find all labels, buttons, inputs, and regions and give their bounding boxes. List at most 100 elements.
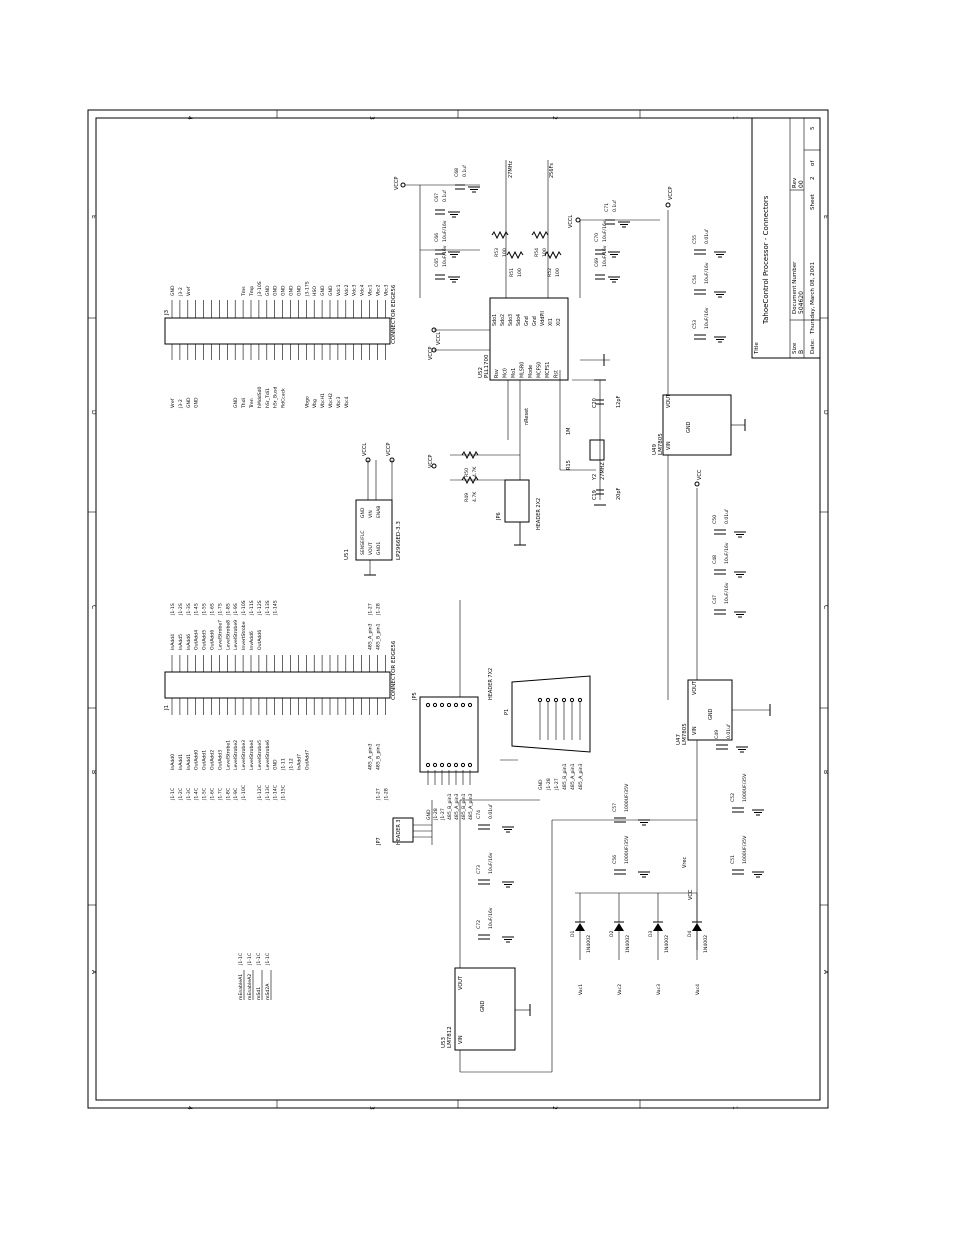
- j1-right-ref: J1-1S: [170, 603, 176, 616]
- cap-ref: C72: [476, 920, 482, 929]
- j1-right-ref: J1-6S: [210, 603, 216, 616]
- j3-right-signal: Vdc3: [352, 284, 358, 296]
- u52-right-pin: Sdo2: [500, 314, 506, 326]
- p1-signal: 485_A_pin3: [578, 763, 584, 790]
- j1-left-signal: J1-11: [281, 758, 287, 771]
- drawing-title: TahoeControl Processor - Connectors: [762, 195, 770, 325]
- j1-left-ref: J1-1C: [170, 788, 176, 801]
- cap-value: 10uF/16v: [704, 262, 710, 284]
- diode-ref: D3: [648, 930, 654, 937]
- j3-left-signal: GND: [233, 397, 239, 408]
- j3-right-signal: GND: [328, 285, 334, 296]
- j1-left-signal: LevelStrobe2: [233, 740, 239, 770]
- cap-ref: C51: [730, 855, 736, 864]
- diode-net: Vac3: [656, 984, 662, 995]
- u52-net: 27MHz: [508, 161, 514, 178]
- zone-row-label: 2: [551, 1106, 558, 1110]
- u47-rail: VCC: [697, 469, 703, 480]
- jp7-part: HEADER 3: [396, 819, 402, 845]
- u52-left-pin: Mc0: [503, 368, 509, 378]
- u52-left-pin: Mo1: [511, 368, 517, 378]
- j3-right-signal: J3-17S: [304, 281, 310, 297]
- zone-col-label: D: [822, 410, 829, 415]
- resistor-ref: R53: [494, 248, 500, 257]
- cap-ref: C69: [594, 258, 600, 267]
- misc-ref: J1-1C: [265, 953, 271, 966]
- diode-part: 1N4002: [703, 935, 709, 953]
- misc-ref: J1-1C: [238, 953, 244, 966]
- cap-value: 0.1uf: [612, 200, 618, 212]
- zone-row-label: 2: [551, 116, 558, 120]
- u51-pin: GND1: [376, 542, 382, 555]
- cap-value: 10uF/16v: [724, 582, 730, 604]
- p1-signal: 485_A_pin1: [570, 763, 576, 790]
- u52-right-pin: Gnd: [524, 316, 530, 326]
- u52-right-pin: Sdo1: [492, 314, 498, 326]
- zone-col-label: D: [90, 410, 97, 415]
- u49-pin-gnd: GND: [686, 421, 692, 433]
- u49-part: LM7805: [658, 433, 664, 455]
- j3-right-signal: HSO: [312, 286, 318, 296]
- j1-right-signal: InvAdd6: [249, 631, 255, 650]
- j1-left-ref: J1-4C: [194, 788, 200, 801]
- j1-left-signal: OutAdd0: [194, 750, 200, 770]
- title-label: Title: [754, 342, 760, 355]
- of-label: of: [810, 160, 816, 166]
- cap-ref: C52: [730, 793, 736, 802]
- j3-left-signal: hMddSd0: [257, 386, 263, 408]
- cap-value: 10uF/16v: [602, 245, 608, 267]
- resistor-ref: R52: [547, 268, 553, 277]
- u52-left-pin: Mode: [528, 365, 534, 378]
- clock-section: Y2 27MHZ R15 1M C19 20pF C20 12pF: [559, 370, 622, 506]
- j1-left-signal: LevelStrobe5: [257, 740, 263, 770]
- r15-value: 1M: [566, 428, 572, 436]
- j3-right-signal: GND: [281, 285, 287, 296]
- j3-right-signal: J3-2: [178, 287, 184, 297]
- cap-value: 10uF/16v: [488, 852, 494, 874]
- j3-left-signal: Thdi: [241, 398, 247, 409]
- connector-j1: J1 CONNECTOR EDGE56 InAdd0J1-1CInAdd4J1-…: [164, 600, 397, 801]
- u53-ref: U53: [441, 1036, 447, 1048]
- jp5-pin: [453, 762, 459, 768]
- j1-ref: J1: [164, 705, 170, 711]
- of-value: 5: [810, 126, 816, 130]
- vcc2-label: VCC: [688, 889, 694, 900]
- jp5-pin: [432, 762, 438, 768]
- size-label: Size: [792, 342, 798, 354]
- j3-right-signal: Tmp: [249, 286, 255, 297]
- jp5-ref: JP5: [412, 692, 418, 701]
- u47-ref: U47: [676, 733, 682, 745]
- jp5-signal: 485_B_pin1: [447, 793, 453, 820]
- cap-ref: C70: [594, 233, 600, 242]
- u52-part: PLL1700: [484, 354, 490, 378]
- u52-net: nReset: [524, 408, 530, 425]
- c19-value: 20pF: [616, 487, 622, 500]
- diode-part: 1N4002: [664, 935, 670, 953]
- cap-value: 0.1uf: [462, 165, 468, 177]
- jp7-ref: JP7: [376, 837, 382, 846]
- cap-ref: C55: [692, 235, 698, 244]
- jp5-pin: [439, 762, 445, 768]
- j1-left-ref: J1-2C: [178, 788, 184, 801]
- cap-value: 10uF/16v: [724, 542, 730, 564]
- u52-ref: U52: [478, 367, 484, 378]
- j1-left-signal: LevelStrobe6: [265, 740, 271, 770]
- resistor-ref: R49: [464, 493, 470, 502]
- cap-ref: C65: [434, 258, 440, 267]
- zone-col-label: C: [822, 605, 829, 609]
- j3-right-signal: GND: [320, 285, 326, 296]
- u51-rail: VCCL: [362, 443, 368, 456]
- u51-pin: GND: [360, 507, 366, 518]
- cap-ref: C66: [434, 233, 440, 242]
- j3-left-signal: VbcH2: [328, 393, 334, 408]
- j3-left-signal: J3-2: [178, 399, 184, 409]
- j3-ref: J3: [164, 309, 170, 316]
- vrec-label: Vrec: [682, 857, 688, 868]
- jp5-signal: 485_A_pin3: [454, 793, 460, 820]
- u53-pin-gnd: GND: [480, 1000, 486, 1012]
- misc-net: mEnableA1: [238, 974, 244, 1000]
